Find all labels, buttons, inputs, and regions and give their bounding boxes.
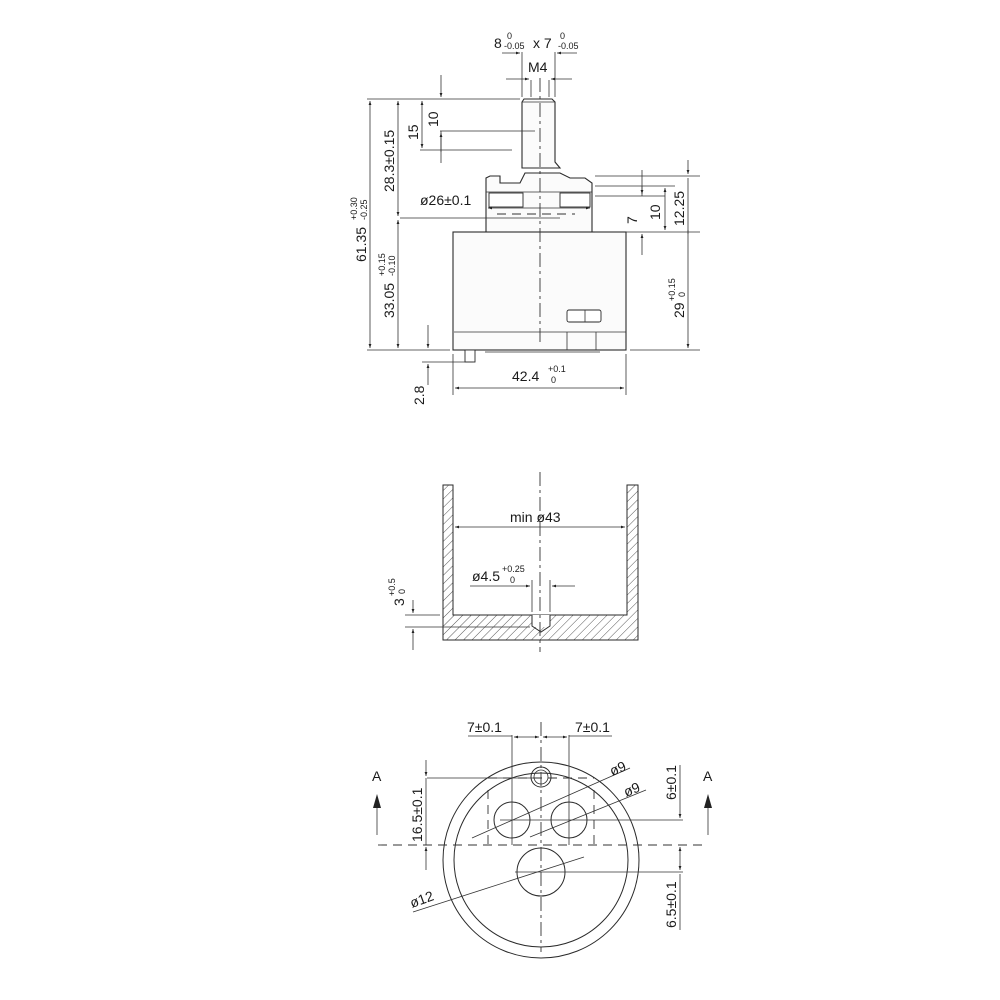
svg-text:-0.05: -0.05 bbox=[558, 41, 579, 51]
dim-33-05-label: 33.05 +0.15 -0.10 bbox=[377, 253, 397, 318]
dim-6-label: 6±0.1 bbox=[663, 765, 679, 800]
dim-10-right-label: 10 bbox=[647, 204, 663, 220]
svg-text:+0.15: +0.15 bbox=[667, 278, 677, 301]
bottom-view: 7±0.1 7±0.1 ø9 ø9 ø12 16.5±0.1 6±0.1 6.5… bbox=[372, 719, 713, 959]
side-view: 8 0 -0.05 x 7 0 -0.05 M4 10 15 28.3±0.15… bbox=[349, 31, 700, 405]
dim-28-3-label: 28.3±0.15 bbox=[381, 130, 397, 192]
svg-text:3: 3 bbox=[391, 598, 407, 606]
svg-text:+0.25: +0.25 bbox=[502, 564, 525, 574]
svg-text:61.35: 61.35 bbox=[353, 227, 369, 262]
dia12-label: ø12 bbox=[408, 887, 436, 910]
latch-tab bbox=[566, 309, 602, 323]
svg-text:33.05: 33.05 bbox=[381, 283, 397, 318]
min-dia43-label: min ø43 bbox=[510, 509, 561, 525]
svg-text:+0.30: +0.30 bbox=[349, 197, 359, 220]
svg-text:29: 29 bbox=[671, 302, 687, 318]
svg-text:0: 0 bbox=[551, 375, 556, 385]
svg-text:+0.15: +0.15 bbox=[377, 253, 387, 276]
svg-text:0: 0 bbox=[397, 589, 407, 594]
dia9-a-label: ø9 bbox=[607, 758, 628, 779]
svg-text:+0.5: +0.5 bbox=[387, 578, 397, 596]
dim-61-35-label: 61.35 +0.30 -0.25 bbox=[349, 197, 369, 262]
dim-6-5-label: 6.5±0.1 bbox=[663, 881, 679, 928]
section-marker-left: A bbox=[372, 768, 382, 835]
dim-16-5-label: 16.5±0.1 bbox=[409, 787, 425, 842]
svg-text:0: 0 bbox=[507, 31, 512, 41]
dim-29-label: 29 +0.15 0 bbox=[667, 278, 687, 318]
dim-2-8-label: 2.8 bbox=[411, 385, 427, 405]
svg-text:-0.25: -0.25 bbox=[359, 199, 369, 220]
outer-circle bbox=[442, 761, 640, 959]
section-view: min ø43 ø4.5 +0.25 0 3 +0.5 0 bbox=[387, 472, 639, 652]
svg-text:0: 0 bbox=[677, 292, 687, 297]
dim-42-4-label: 42.4 +0.1 0 bbox=[512, 364, 566, 385]
locating-pin bbox=[464, 349, 476, 363]
dim-12-25-label: 12.25 bbox=[671, 191, 687, 226]
dim-15-label: 15 bbox=[405, 124, 421, 140]
stem-size-label: 8 0 -0.05 x 7 0 -0.05 bbox=[494, 31, 579, 51]
svg-text:-0.10: -0.10 bbox=[387, 255, 397, 276]
svg-text:0: 0 bbox=[560, 31, 565, 41]
section-marker-right: A bbox=[703, 768, 713, 835]
dim-7-label: 7 bbox=[624, 216, 640, 224]
svg-text:A: A bbox=[703, 768, 713, 784]
svg-text:0: 0 bbox=[510, 575, 515, 585]
svg-text:ø4.5: ø4.5 bbox=[472, 568, 500, 584]
cartridge-body bbox=[452, 231, 627, 351]
svg-text:42.4: 42.4 bbox=[512, 368, 539, 384]
dia26-label: ø26±0.1 bbox=[420, 192, 471, 208]
thread-label: M4 bbox=[528, 59, 548, 75]
svg-text:A: A bbox=[372, 768, 382, 784]
stem bbox=[521, 98, 562, 169]
svg-text:8: 8 bbox=[494, 35, 502, 51]
housing-section-hatched bbox=[442, 484, 639, 641]
dim-3-label: 3 +0.5 0 bbox=[387, 578, 407, 606]
dim-10-label: 10 bbox=[425, 111, 441, 127]
dia9-b-label: ø9 bbox=[621, 779, 642, 800]
dim-7-left-label: 7±0.1 bbox=[467, 719, 502, 735]
dia4-5-label: ø4.5 +0.25 0 bbox=[472, 564, 525, 585]
dim-7-right-label: 7±0.1 bbox=[575, 719, 610, 735]
svg-text:-0.05: -0.05 bbox=[504, 41, 525, 51]
svg-text:+0.1: +0.1 bbox=[548, 364, 566, 374]
svg-text:x 7: x 7 bbox=[533, 35, 552, 51]
